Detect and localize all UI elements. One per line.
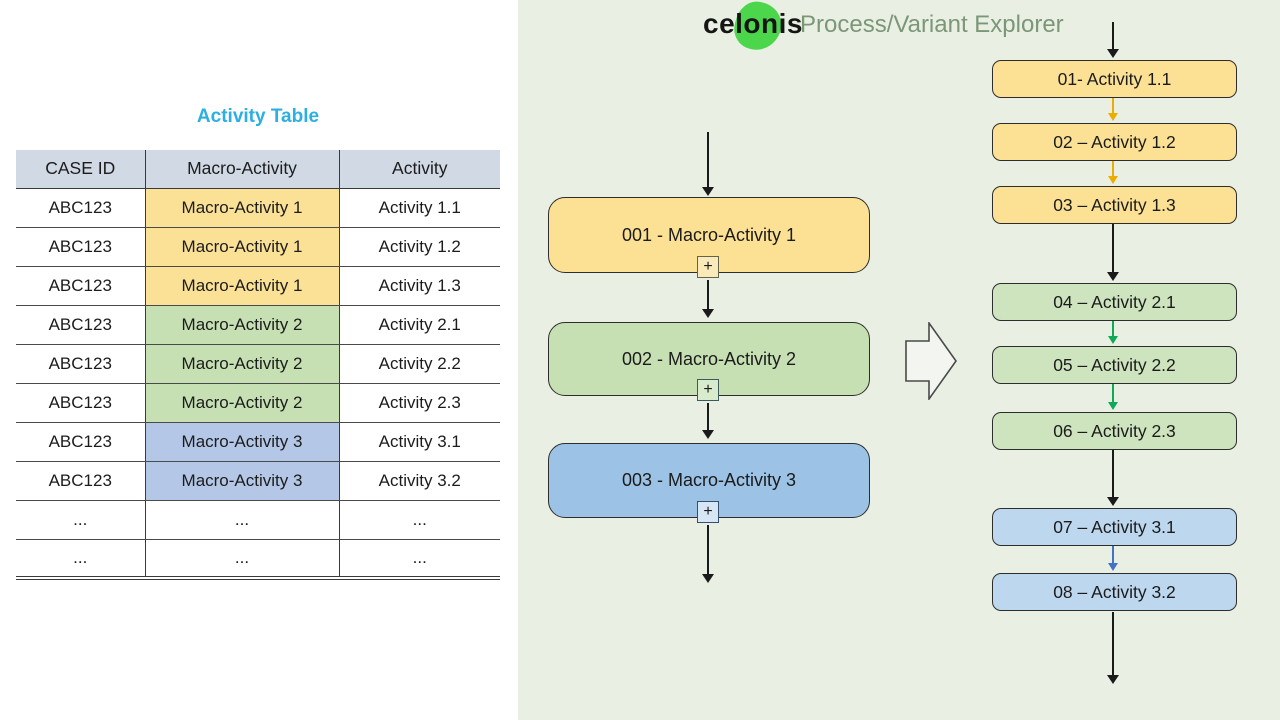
expand-plus-button[interactable]: + <box>697 379 719 401</box>
column-header-activity: Activity <box>338 150 500 189</box>
case-id-cell: ABC123 <box>16 188 145 228</box>
variant-activity-label: 06 – Activity 2.3 <box>1053 420 1176 441</box>
case-id-cell: ABC123 <box>16 461 145 501</box>
case-id-cell: ABC123 <box>16 383 145 423</box>
variant-connector-arrow-icon <box>1106 546 1120 571</box>
variant-activity-node[interactable]: 01- Activity 1.1 <box>992 60 1237 98</box>
macro-activity-cell: Macro-Activity 3 <box>144 422 339 462</box>
macro-activity-cell: Macro-Activity 2 <box>144 344 339 384</box>
activity-cell: Activity 1.2 <box>338 227 500 267</box>
variant-activity-node[interactable]: 08 – Activity 3.2 <box>992 573 1237 611</box>
variant-connector-arrow-icon <box>1106 161 1120 184</box>
transform-block-arrow-icon <box>905 322 957 400</box>
brand-header: celonis Process/Variant Explorer <box>518 0 1280 56</box>
macro-activity-cell: Macro-Activity 1 <box>144 227 339 267</box>
case-id-cell: ... <box>16 500 145 540</box>
macro-connector-arrow-icon <box>701 403 715 439</box>
activity-cell: Activity 1.3 <box>338 266 500 306</box>
column-header-case-id: CASE ID <box>16 150 145 189</box>
activity-cell: Activity 2.3 <box>338 383 500 423</box>
explorer-title: Process/Variant Explorer <box>800 11 1064 38</box>
macro-activity-cell: Macro-Activity 1 <box>144 266 339 306</box>
column-header-macro-activity: Macro-Activity <box>144 150 339 189</box>
variant-connector-arrow-icon <box>1106 321 1120 344</box>
macro-activity-cell: Macro-Activity 2 <box>144 383 339 423</box>
table-row: ......... <box>16 500 500 540</box>
variant-activity-node[interactable]: 02 – Activity 1.2 <box>992 123 1237 161</box>
variant-connector-arrow-icon <box>1106 384 1120 410</box>
macro-connector-arrow-icon <box>701 280 715 318</box>
case-id-cell: ABC123 <box>16 227 145 267</box>
macro-activity-cell: Macro-Activity 1 <box>144 188 339 228</box>
celonis-logo: celonis <box>703 0 803 55</box>
expand-plus-button[interactable]: + <box>697 501 719 523</box>
case-id-cell: ... <box>16 539 145 579</box>
macro-activity-label: 002 - Macro-Activity 2 <box>621 348 797 369</box>
variant-connector-arrow-icon <box>1106 98 1120 121</box>
activity-table-title: Activity Table <box>196 106 320 127</box>
variant-activity-label: 02 – Activity 1.2 <box>1053 131 1176 152</box>
variant-entry-arrow-icon <box>1106 22 1120 58</box>
activity-table-panel: Activity Table CASE ID Macro-Activity Ac… <box>0 0 518 720</box>
variant-activity-node[interactable]: 07 – Activity 3.1 <box>992 508 1237 546</box>
case-id-cell: ABC123 <box>16 344 145 384</box>
macro-activity-cell: ... <box>144 539 339 579</box>
activity-cell: Activity 2.2 <box>338 344 500 384</box>
variant-activity-label: 05 – Activity 2.2 <box>1053 354 1176 375</box>
variant-activity-node[interactable]: 06 – Activity 2.3 <box>992 412 1237 450</box>
variant-activity-label: 07 – Activity 3.1 <box>1053 516 1176 537</box>
activity-cell: ... <box>338 539 500 579</box>
case-id-cell: ABC123 <box>16 422 145 462</box>
process-explorer-panel: celonis Process/Variant Explorer 001 - M… <box>518 0 1280 720</box>
celonis-logo-text: celonis <box>703 8 803 39</box>
variant-activity-node[interactable]: 05 – Activity 2.2 <box>992 346 1237 384</box>
activity-cell: Activity 1.1 <box>338 188 500 228</box>
variant-connector-arrow-icon <box>1106 450 1120 506</box>
variant-activity-label: 04 – Activity 2.1 <box>1053 291 1176 312</box>
variant-exit-arrow-icon <box>1106 612 1120 684</box>
table-row: ......... <box>16 539 500 579</box>
activity-cell: Activity 2.1 <box>338 305 500 345</box>
variant-activity-label: 01- Activity 1.1 <box>1057 68 1172 89</box>
macro-activity-label: 003 - Macro-Activity 3 <box>621 470 797 490</box>
activity-cell: ... <box>338 500 500 540</box>
macro-activity-cell: ... <box>144 500 339 540</box>
variant-activity-node[interactable]: 04 – Activity 2.1 <box>992 283 1237 321</box>
case-id-cell: ABC123 <box>16 305 145 345</box>
activity-cell: Activity 3.2 <box>338 461 500 501</box>
activity-cell: Activity 3.1 <box>338 422 500 462</box>
variant-activity-label: 08 – Activity 3.2 <box>1053 581 1176 602</box>
case-id-cell: ABC123 <box>16 266 145 306</box>
variant-connector-arrow-icon <box>1106 224 1120 281</box>
expand-plus-button[interactable]: + <box>697 256 719 278</box>
macro-activity-cell: Macro-Activity 3 <box>144 461 339 501</box>
macro-exit-arrow-icon <box>701 525 715 583</box>
macro-entry-arrow-icon <box>701 132 715 196</box>
table-header-row: CASE ID Macro-Activity Activity <box>16 150 500 189</box>
variant-activity-node[interactable]: 03 – Activity 1.3 <box>992 186 1237 224</box>
macro-activity-label: 001 - Macro-Activity 1 <box>621 224 797 245</box>
macro-activity-cell: Macro-Activity 2 <box>144 305 339 345</box>
variant-activity-label: 03 – Activity 1.3 <box>1053 194 1176 215</box>
